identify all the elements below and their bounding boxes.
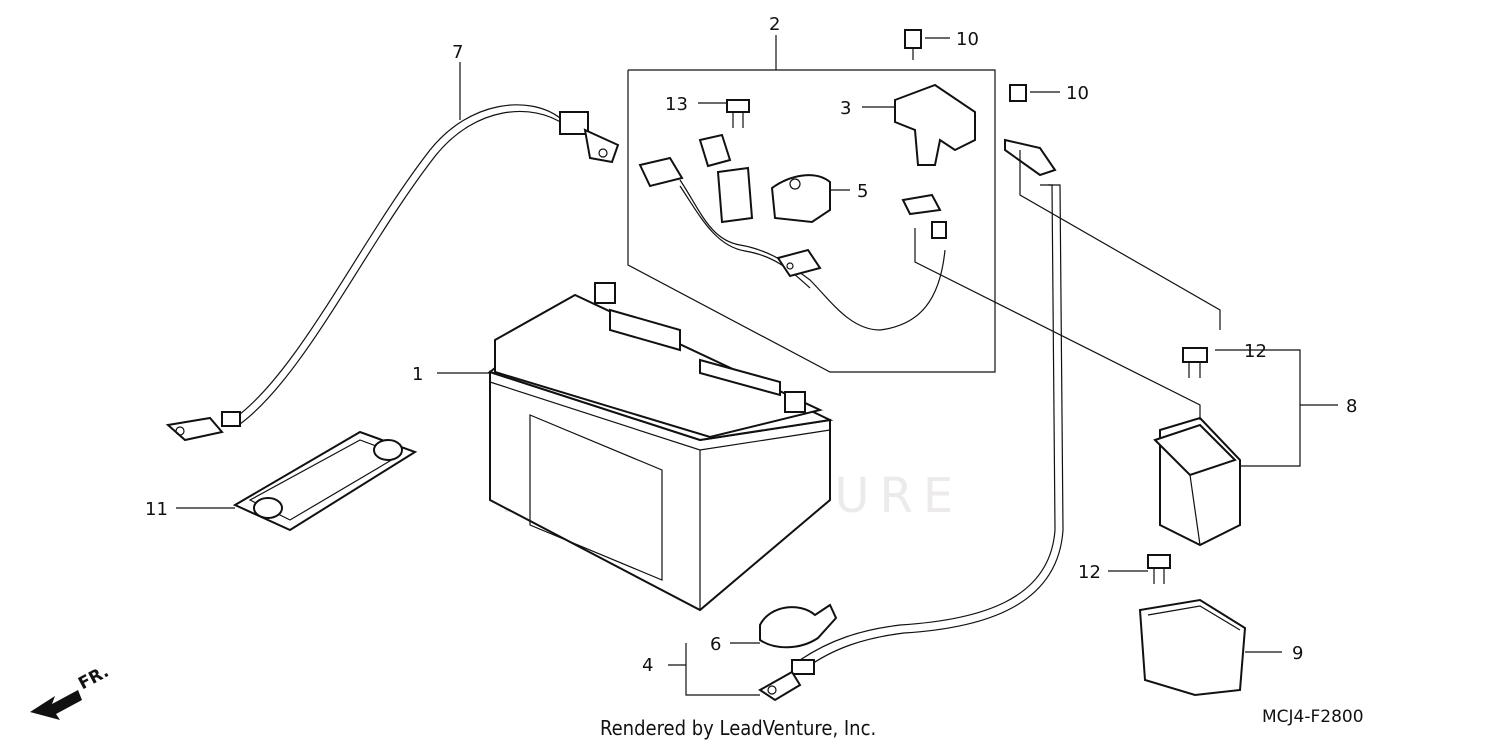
front-arrow-icon [30, 690, 82, 720]
callout-12-lower: 12 [1078, 562, 1101, 583]
callout-7: 7 [452, 42, 463, 63]
callout-2: 2 [769, 14, 780, 35]
battery-strap [232, 430, 418, 532]
wire-harness [638, 133, 947, 331]
callout-6: 6 [710, 634, 721, 655]
callout-8: 8 [1346, 396, 1357, 417]
terminal-cover-5 [770, 174, 831, 224]
footer-credit: Rendered by LeadVenture, Inc. [600, 716, 877, 740]
terminal-boot-6 [759, 603, 838, 649]
diagram-code: MCJ4-F2800 [1262, 707, 1364, 727]
fuse-13 [726, 99, 750, 128]
battery [487, 282, 834, 612]
terminal-cover-3 [894, 83, 976, 166]
kit-box [627, 35, 996, 373]
positive-cable [758, 84, 1064, 702]
negative-cable [165, 104, 620, 442]
fuse-12-upper [1182, 347, 1208, 378]
callout-9: 9 [1292, 643, 1303, 664]
callout-13: 13 [665, 94, 688, 115]
starter-relay [1153, 416, 1241, 547]
callouts: 1 2 3 4 5 6 7 8 9 10 10 11 12 12 13 [145, 14, 1357, 676]
leader-lines [176, 37, 1338, 696]
fuse-12-lower [1147, 554, 1171, 584]
bolt-10-upper [904, 29, 922, 60]
relay-cover-9 [1138, 598, 1247, 697]
callout-10-lower: 10 [1066, 83, 1089, 104]
callout-12-upper: 12 [1244, 341, 1267, 362]
callout-11: 11 [145, 499, 168, 520]
callout-1: 1 [412, 364, 423, 385]
callout-5: 5 [857, 181, 868, 202]
callout-10-upper: 10 [956, 29, 979, 50]
callout-4: 4 [642, 655, 653, 676]
callout-3: 3 [840, 98, 851, 119]
